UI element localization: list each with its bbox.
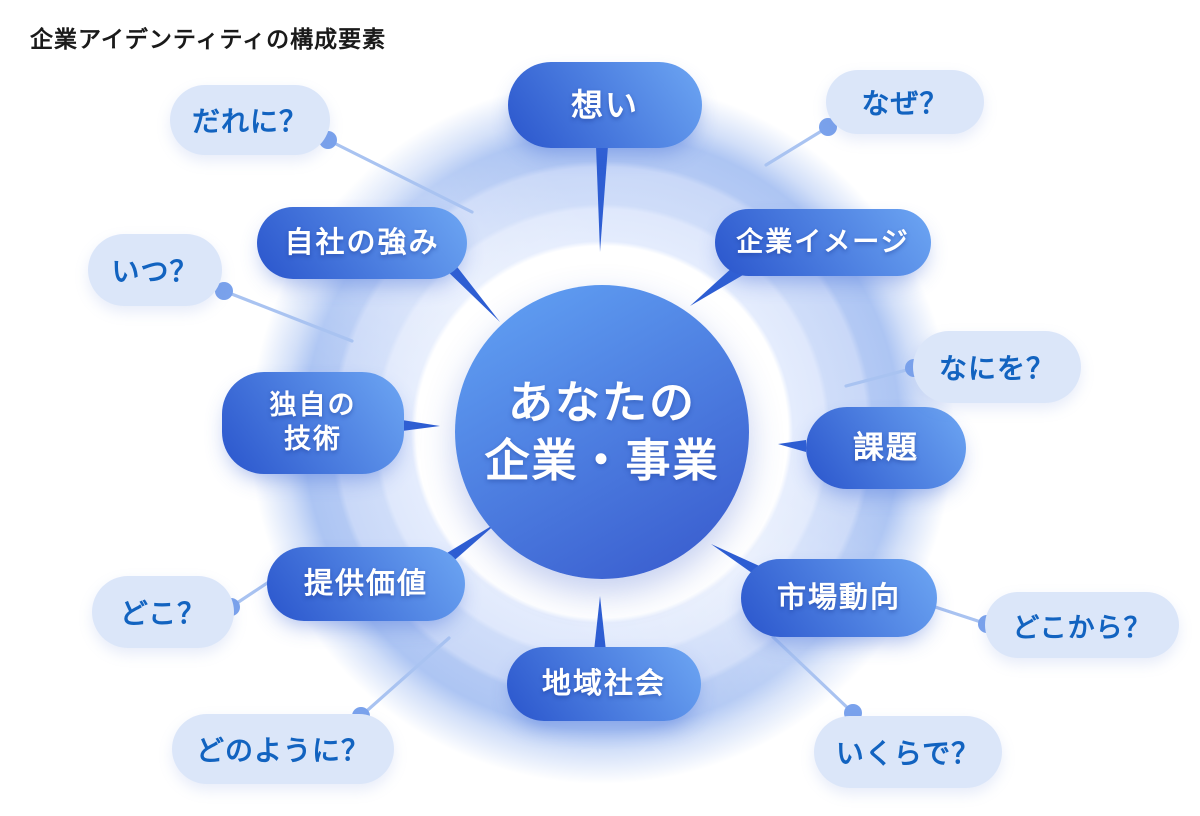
center-circle: あなたの 企業・事業 [455,285,749,579]
pill-connector-dokuji [402,420,440,431]
center-label-line1: あなたの [507,377,696,429]
bubble-itsu: いつ？ [88,234,222,306]
pill-connector-chiiki [594,596,606,651]
bubble-label: いくらで？ [835,738,981,769]
bubble-label: だれに？ [191,106,308,137]
question-leader-line-ikurade [771,635,855,715]
pill-connector-teikyou [442,522,498,565]
pill-shijou-doukou: 市場動向 [741,559,937,637]
page-title: 企業アイデンティティの構成要素 [30,26,387,52]
pill-label: 想い [570,87,639,123]
pill-connector-kigyou [690,266,743,306]
pill-omoi: 想い [508,62,702,148]
question-leader-line-dokokara [927,603,989,626]
question-leader-line-itsu [222,289,354,343]
pill-label: 企業イメージ [736,226,910,257]
pill-label-line1: 独自の [269,390,357,421]
bubble-doko: どこ？ [92,576,234,648]
pill-label: 課題 [853,429,919,465]
pill-connector-omoi [596,146,608,252]
pill-label-line2: 技術 [284,424,342,454]
pill-dokuji-gijutsu: 独自の 技術 [222,372,404,474]
pill-jisha-tsuyomi: 自社の強み [257,207,467,279]
bubble-ikura-de: いくらで？ [814,716,1002,788]
bubble-label: どこ？ [119,598,207,629]
question-leader-dot-itsu [215,282,233,300]
pill-kadai: 課題 [806,407,966,489]
pill-kigyou-image: 企業イメージ [715,209,931,276]
center-label-line2: 企業・事業 [484,435,720,486]
bubble-label: どのように？ [195,735,370,766]
bubble-label: いつ？ [111,256,199,287]
question-leader-line-naze [764,125,830,167]
question-leader-line-donoyouni [359,636,451,718]
pill-connector-jisha [443,259,500,322]
pill-chiiki-shakai: 地域社会 [507,647,701,721]
question-leader-line-dareni [326,138,474,214]
pill-connector-kadai [778,440,806,452]
bubble-dono-you-ni: どのように？ [172,714,394,784]
pill-teikyou-kachi: 提供価値 [267,547,465,621]
pill-label: 市場動向 [776,581,901,614]
bubble-label: なぜ？ [861,88,949,119]
bubble-dare-ni: だれに？ [170,85,330,155]
pill-label: 地域社会 [541,667,666,700]
bubble-doko-kara: どこから？ [985,592,1179,658]
bubble-label: どこから？ [1012,612,1152,643]
bubble-naze: なぜ？ [826,70,984,134]
bubble-nani-o: なにを？ [913,331,1081,403]
question-leader-line-nanio [844,366,916,388]
bubble-label: なにを？ [938,353,1055,384]
pill-label: 提供価値 [303,567,428,600]
pill-label: 自社の強み [284,226,440,259]
